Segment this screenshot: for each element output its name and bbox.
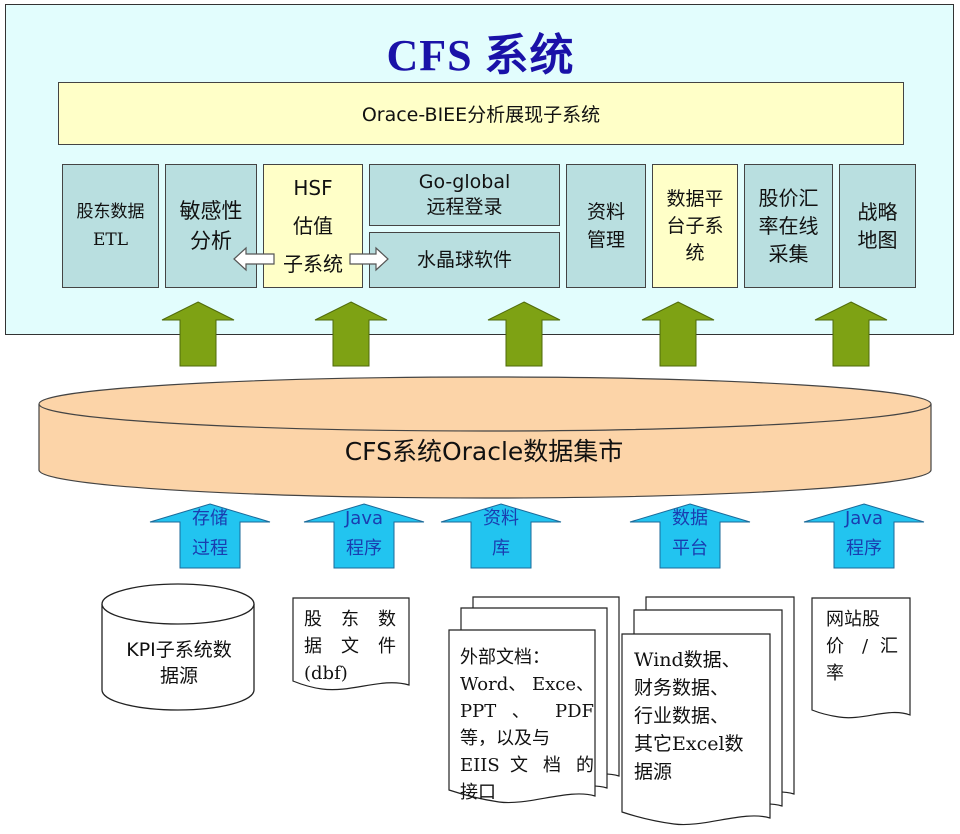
arrow-label-procedure: 存储 过程	[180, 504, 240, 564]
module-archive-management: 资料 管理	[566, 164, 646, 288]
module-dataplatform-line2: 台子系	[666, 214, 724, 237]
kpi-source-label: KPI子系统数 据源	[104, 637, 254, 689]
cfs-system-title: CFS 系统	[386, 31, 575, 80]
arrow-library-line1: 资料	[483, 508, 519, 529]
external-line2: Word、 Exce、	[460, 674, 594, 695]
website-line2: 价 / 汇	[826, 636, 898, 657]
wind-line3: 行业数据、	[634, 705, 730, 727]
arrow-java2-line2: 程序	[846, 538, 882, 559]
module-stock-fx-collection: 股价汇 率在线 采集	[744, 164, 833, 288]
module-etl-line1: 股东数据	[76, 202, 145, 222]
module-stockfx-line3: 采集	[768, 242, 809, 266]
external-line6: 接口	[460, 782, 496, 803]
arrow-java2-line1: Java	[844, 508, 884, 529]
arrow-label-java-1: Java 程序	[334, 504, 394, 564]
wind-line1: Wind数据、	[634, 649, 741, 671]
website-label: 网站股 价 / 汇 率	[826, 606, 898, 687]
cyan-arrow-4	[629, 503, 751, 569]
cyan-arrow-3	[440, 503, 562, 569]
biee-label: Orace-BIEE分析展现子系统	[361, 104, 601, 126]
cyan-arrow-5	[803, 503, 925, 569]
module-sensitivity-line1: 敏感性	[179, 199, 243, 223]
module-stockfx-line1: 股价汇	[758, 186, 819, 210]
arrow-java1-line1: Java	[344, 508, 384, 529]
shareholder-line3: (dbf)	[304, 663, 348, 684]
module-sensitivity-line2: 分析	[190, 229, 232, 253]
kpi-line2: 据源	[159, 665, 198, 687]
module-dataplatform-line1: 数据平	[666, 187, 724, 210]
module-crystal-label: 水晶球软件	[416, 249, 512, 271]
module-archive-line2: 管理	[586, 229, 625, 251]
arrow-library-line2: 库	[492, 538, 510, 559]
arrow-platform-line1: 数据	[672, 508, 708, 529]
arrow-procedure-line1: 存储	[192, 508, 228, 529]
module-hsf-line3: 子系统	[283, 252, 343, 276]
arrow-java1-line2: 程序	[346, 538, 382, 559]
module-goglobal-line1: Go-global	[418, 171, 511, 193]
module-strategy-line2: 地图	[857, 228, 898, 252]
green-arrow-5	[814, 301, 888, 367]
external-docs-label: 外部文档： Word、 Exce、 PPT 、 PDF 等，以及与 EIIS 文…	[460, 644, 594, 806]
datamart-label: CFS系统Oracle数据集市	[344, 437, 624, 466]
right-connector-arrow	[349, 246, 389, 272]
arrow-label-library: 资料 库	[471, 504, 531, 564]
module-hsf-valuation: HSF 估值 子系统	[263, 164, 363, 288]
green-arrow-1	[161, 301, 235, 367]
external-line3: PPT 、 PDF	[460, 701, 594, 722]
wind-line2: 财务数据、	[634, 677, 730, 699]
green-arrow-4	[641, 301, 715, 367]
module-strategy-line1: 战略	[857, 200, 898, 224]
shareholder-line2: 据 文 件	[304, 636, 396, 657]
cyan-arrow-1	[149, 503, 271, 569]
module-crystal-ball: 水晶球软件	[369, 232, 560, 288]
green-arrow-3	[487, 301, 561, 367]
module-etl-line2: ETL	[92, 230, 129, 250]
biee-subsystem-bar: Orace-BIEE分析展现子系统	[58, 82, 904, 145]
cyan-arrows	[149, 503, 925, 569]
external-line1: 外部文档：	[460, 647, 550, 668]
kpi-line1: KPI子系统数	[126, 639, 232, 661]
module-hsf-line2: 估值	[293, 214, 333, 238]
module-dataplatform-line3: 统	[685, 241, 705, 264]
datamart-cylinder	[38, 376, 932, 499]
connector-arrows	[233, 246, 389, 272]
green-arrows	[161, 301, 888, 367]
module-data-platform: 数据平 台子系 统	[652, 164, 738, 288]
wind-line4: 其它Excel数	[634, 733, 744, 755]
cyan-arrow-2	[303, 503, 425, 569]
module-sensitivity-analysis: 敏感性 分析	[165, 164, 257, 288]
green-arrow-2	[314, 301, 388, 367]
website-document	[811, 597, 911, 719]
module-archive-line1: 资料	[586, 201, 625, 223]
wind-docs-label: Wind数据、 财务数据、 行业数据、 其它Excel数 据源	[634, 646, 762, 786]
external-docs-stack	[448, 596, 620, 804]
arrow-procedure-line2: 过程	[192, 538, 228, 559]
shareholder-line1: 股 东 数	[304, 609, 396, 630]
arrow-platform-line2: 平台	[672, 538, 708, 559]
arrow-label-data-platform: 数据 平台	[660, 504, 720, 564]
wind-line5: 据源	[634, 761, 673, 783]
arrow-label-java-2: Java 程序	[834, 504, 894, 564]
kpi-source-cylinder	[101, 583, 255, 711]
module-stockfx-line2: 率在线	[758, 214, 819, 238]
module-shareholder-etl: 股东数据 ETL	[62, 164, 159, 288]
module-go-global: Go-global 远程登录	[369, 164, 560, 226]
website-line1: 网站股	[826, 609, 880, 630]
left-connector-arrow	[233, 246, 275, 272]
external-line4: 等，以及与	[460, 728, 550, 749]
shareholder-file-label: 股 东 数 据 文 件 (dbf)	[304, 606, 396, 687]
website-line3: 率	[826, 663, 844, 684]
external-line5: EIIS 文 档 的	[460, 755, 594, 776]
shareholder-file-document	[292, 597, 410, 691]
module-goglobal-line2: 远程登录	[426, 196, 503, 218]
module-strategy-map: 战略 地图	[839, 164, 916, 288]
wind-docs-stack	[621, 596, 795, 826]
module-hsf-line1: HSF	[293, 176, 333, 200]
